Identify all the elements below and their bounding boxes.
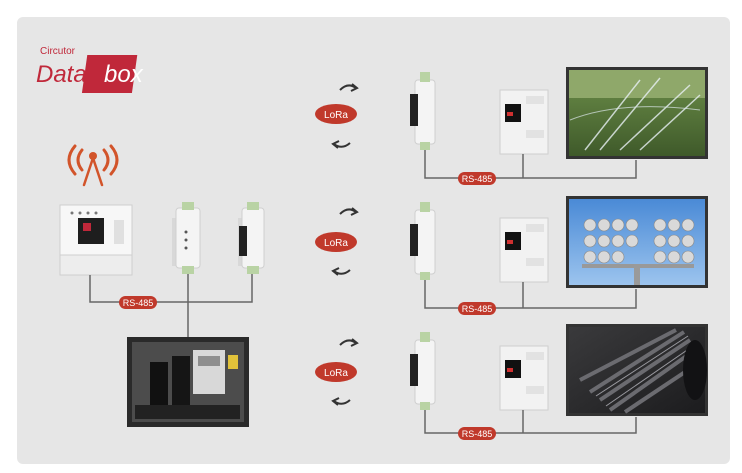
rs485-badge <box>119 296 157 309</box>
remote-rs485-bus <box>424 150 637 179</box>
stadium-floodlights-photo <box>566 196 708 288</box>
remote-site-row-1: RS-485 <box>410 67 708 185</box>
lora-link-top: LoRa <box>315 83 359 149</box>
rs485-badge <box>458 427 496 440</box>
lora-badge <box>315 104 357 124</box>
remote-rs485-bus <box>424 280 637 309</box>
lora-badge <box>315 232 357 252</box>
rs485-badge-label: RS-485 <box>123 298 154 308</box>
lora-link-bottom: LoRa <box>315 338 359 406</box>
rs485-badge-label: RS-485 <box>462 429 493 439</box>
local-din-module-2 <box>238 202 265 274</box>
remote-meter-device <box>499 89 549 155</box>
local-rs485-bus <box>89 274 253 338</box>
databox-gateway-device <box>59 204 133 276</box>
rs485-badge <box>458 302 496 315</box>
lora-badge-label: LoRa <box>324 110 348 121</box>
brand-large-text-suffix: box <box>104 61 144 88</box>
remote-lora-module <box>410 72 436 150</box>
rs485-badge-label: RS-485 <box>462 304 493 314</box>
rs485-badge <box>458 172 496 185</box>
turbine-blades-photo <box>566 324 708 416</box>
brand-small-text: Circutor <box>40 46 76 57</box>
irrigation-sprinklers-photo <box>566 67 708 159</box>
remote-lora-module <box>410 332 436 410</box>
remote-site-row-3: RS-485 <box>410 324 708 440</box>
lora-badge <box>315 362 357 382</box>
lora-badge-label: LoRa <box>324 238 348 249</box>
brand-box-block <box>81 55 138 93</box>
lora-link-middle: LoRa <box>315 207 359 276</box>
radio-antenna-icon <box>67 144 119 187</box>
rs485-badge-label: RS-485 <box>462 174 493 184</box>
electric-meters-photo <box>127 337 249 427</box>
remote-site-row-2: RS-485 <box>410 196 708 315</box>
local-din-module-1 <box>172 202 201 274</box>
lora-badge-label: LoRa <box>324 368 348 379</box>
brand-logo: Circutor Data box <box>36 46 144 93</box>
remote-rs485-bus <box>424 410 637 434</box>
remote-meter-device <box>499 217 549 283</box>
brand-large-text-prefix: Data <box>36 61 87 88</box>
remote-lora-module <box>410 202 436 280</box>
remote-meter-device <box>499 345 549 411</box>
